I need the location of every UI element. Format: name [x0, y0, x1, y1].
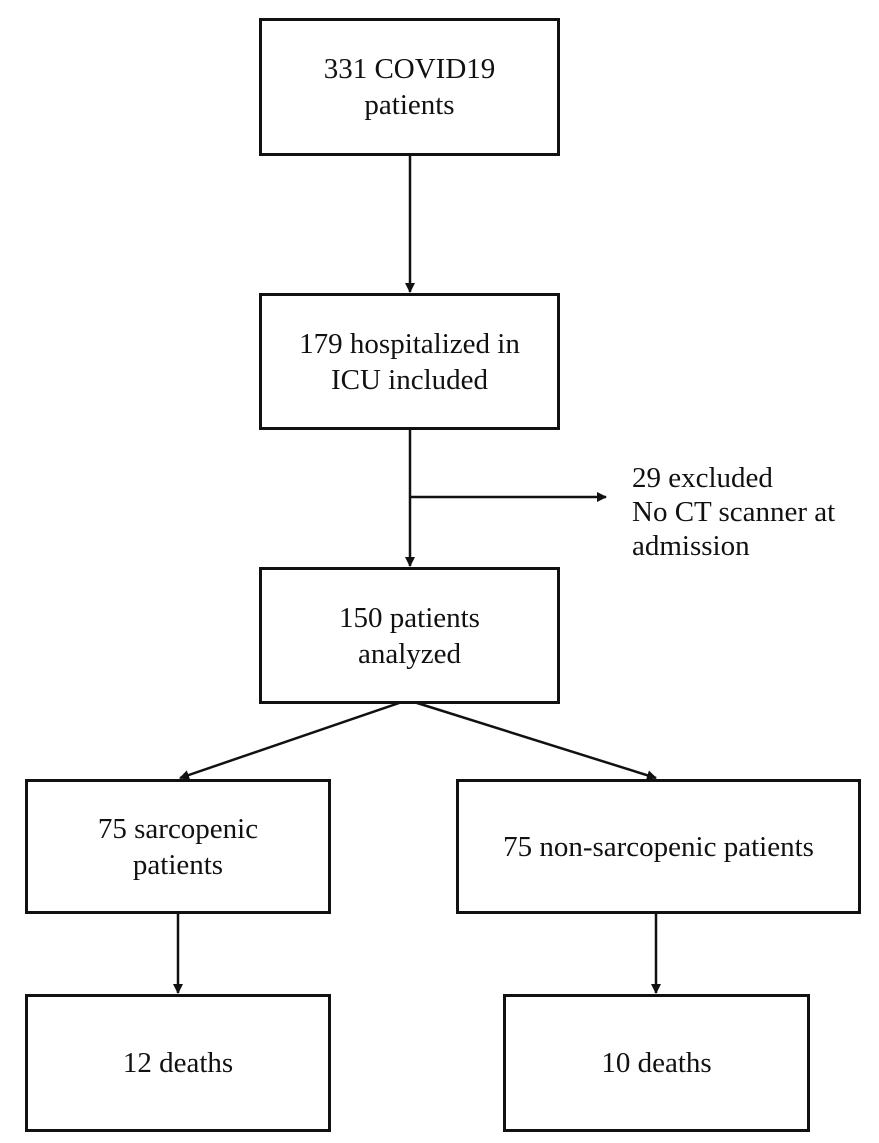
non-sarcopenic-deaths-box: 10 deaths [503, 994, 810, 1132]
sarcopenic-deaths-box: 12 deaths [25, 994, 331, 1132]
analyzed-line2: analyzed [357, 637, 462, 670]
total-patients-box: 331 COVID19 patients [259, 18, 560, 156]
non-sarcopenic-line1: 75 non-sarcopenic patients [503, 830, 814, 863]
exclusion-reason-line2: admission [632, 530, 750, 562]
analyzed-line1: 150 patients [339, 601, 480, 634]
non-sarcopenic-box: 75 non-sarcopenic patients [456, 779, 861, 914]
sarcopenic-line1: 75 sarcopenic [97, 812, 259, 845]
exclusion-reason-line1: No CT scanner at [632, 496, 836, 528]
sarcopenic-box: 75 sarcopenic patients [25, 779, 331, 914]
non-sarcopenic-deaths-label: 10 deaths [601, 1047, 712, 1079]
icu-included-box: 179 hospitalized in ICU included [259, 293, 560, 430]
total-patients-line1: 331 COVID19 [323, 53, 496, 85]
exclusion-count: 29 excluded [632, 462, 773, 494]
exclusion-note: 29 excluded No CT scanner at admission [632, 461, 835, 563]
total-patients-line2: patients [364, 89, 455, 121]
sarcopenic-deaths-label: 12 deaths [122, 1047, 234, 1079]
analyzed-box: 150 patients analyzed [259, 567, 560, 704]
arrow-analyzed-to-sarcopenic [179, 700, 403, 780]
sarcopenic-line2: patients [132, 848, 224, 881]
arrow-analyzed-to-non-sarcopenic [413, 700, 657, 781]
icu-included-line2: ICU included [330, 363, 489, 396]
icu-included-line1: 179 hospitalized in [299, 327, 520, 360]
